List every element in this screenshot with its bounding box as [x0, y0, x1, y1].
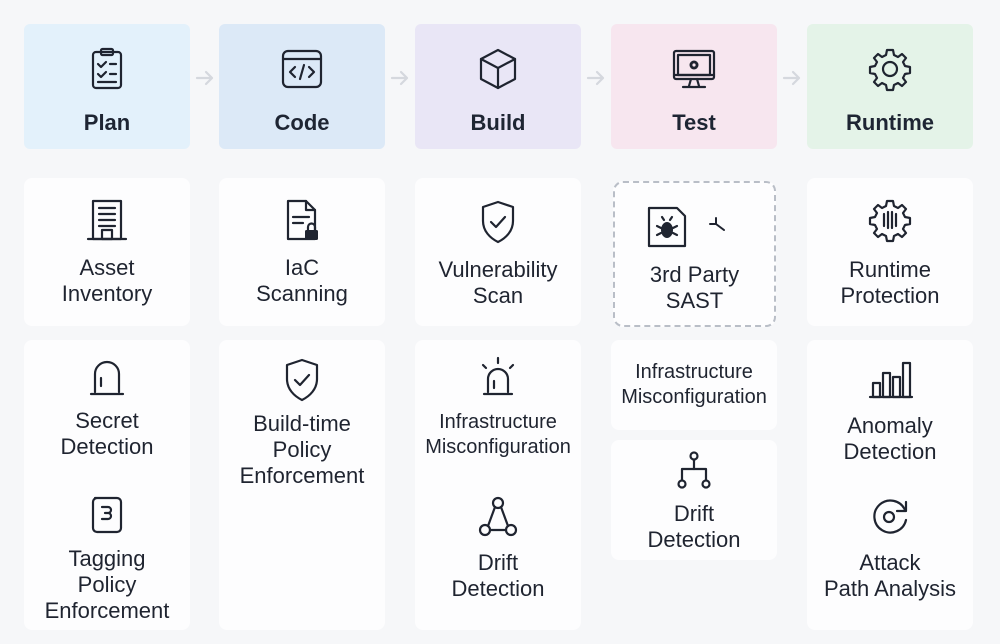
infrastructure-misconfiguration: Infrastructure Misconfiguration [601, 360, 787, 410]
gear-icon [868, 48, 912, 92]
item-label: Build-time [253, 411, 351, 436]
build-card-bottom [415, 340, 581, 630]
plan-card-bottom [24, 340, 190, 630]
stage-runtime: Runtime [807, 24, 973, 149]
item-label: Secret [75, 408, 139, 433]
secret-detection: Secret Detection [24, 352, 190, 460]
item-label: Attack [859, 550, 921, 575]
arrow-right-icon [195, 70, 214, 86]
bug-document-icon [647, 206, 687, 248]
stage-code: Code [219, 24, 385, 149]
item-label: Policy [272, 437, 332, 462]
item-label: SAST [665, 288, 724, 313]
attack-path-analysis: Attack Path Analysis [797, 492, 983, 602]
item-label: Scan [472, 283, 524, 308]
chip-icon [868, 199, 912, 243]
build-time-policy-enforcement: Build-time Policy Enforcement [219, 355, 385, 489]
target-refresh-icon [873, 499, 908, 534]
item-label: Anomaly [847, 413, 933, 438]
item-label: Infrastructure [439, 411, 557, 433]
item-label: Detection [60, 434, 154, 459]
network-nodes-icon [478, 496, 518, 537]
clipboard-checklist-icon [91, 47, 123, 90]
document-lock-icon [286, 199, 318, 241]
scroll-icon [91, 496, 123, 534]
alarm-light-icon [481, 356, 515, 396]
drift-detection: Drift Detection [611, 447, 777, 553]
tagging-policy-enforcement: Tagging Policy Enforcement [24, 490, 190, 624]
item-label: Vulnerability [438, 257, 558, 282]
code-card-top [219, 178, 385, 326]
item-label: Drift [673, 501, 715, 526]
test-card-mid [611, 340, 777, 430]
item-label: Detection [647, 527, 741, 552]
stage-label: Plan [83, 110, 131, 135]
item-label: Enforcement [239, 463, 365, 488]
item-label: Detection [843, 439, 937, 464]
stage-label: Runtime [846, 110, 934, 135]
item-label: Detection [451, 576, 545, 601]
arrow-right-icon [586, 70, 605, 86]
stage-label: Code [274, 110, 330, 135]
item-label: Policy [77, 572, 137, 597]
stage-test: Test [611, 24, 777, 149]
item-label: Misconfiguration [621, 386, 767, 408]
cursor-icon [709, 217, 725, 231]
shield-check-icon [481, 200, 515, 244]
item-label: 3rd Party [649, 262, 740, 287]
stage-build: Build [415, 24, 581, 149]
code-card-bottom [219, 340, 385, 630]
cube-icon [479, 48, 517, 90]
item-label: Drift [477, 550, 519, 575]
stage-label: Test [672, 110, 716, 135]
iac-scanning: IaC Scanning [219, 195, 385, 307]
runtime-protection: Runtime Protection [807, 195, 973, 309]
vulnerability-scan: Vulnerability Scan [415, 197, 581, 309]
arrow-right-icon [390, 70, 409, 86]
drift-detection: Drift Detection [415, 492, 581, 602]
item-label: Infrastructure [635, 361, 753, 383]
monitor-gear-icon [672, 49, 716, 89]
stage-label: Build [470, 110, 526, 135]
item-label: Misconfiguration [425, 436, 571, 458]
item-label: Asset [79, 255, 135, 280]
third-party-sast-box [613, 181, 776, 327]
asset-inventory: Asset Inventory [24, 195, 190, 307]
branch-nodes-icon [677, 451, 711, 489]
item-label: Protection [840, 283, 940, 308]
beacon-icon [89, 360, 125, 396]
shield-check-icon [285, 358, 319, 402]
item-label: Enforcement [44, 598, 170, 623]
runtime-card-top [807, 178, 973, 326]
code-window-icon [281, 49, 323, 89]
item-label: Scanning [256, 281, 348, 306]
item-label: IaC [284, 255, 320, 280]
infrastructure-misconfiguration: Infrastructure Misconfiguration [405, 352, 591, 460]
bar-chart-icon [868, 361, 914, 399]
third-party-sast: 3rd Party SAST [613, 202, 776, 314]
anomaly-detection: Anomaly Detection [807, 355, 973, 465]
stage-plan: Plan [24, 24, 190, 149]
arrow-right-icon [782, 70, 801, 86]
building-icon [86, 199, 128, 241]
item-label: Path Analysis [823, 576, 957, 601]
item-label: Runtime [849, 257, 931, 282]
plan-card-top [24, 178, 190, 326]
item-label: Tagging [68, 546, 146, 571]
item-label: Inventory [61, 281, 153, 306]
